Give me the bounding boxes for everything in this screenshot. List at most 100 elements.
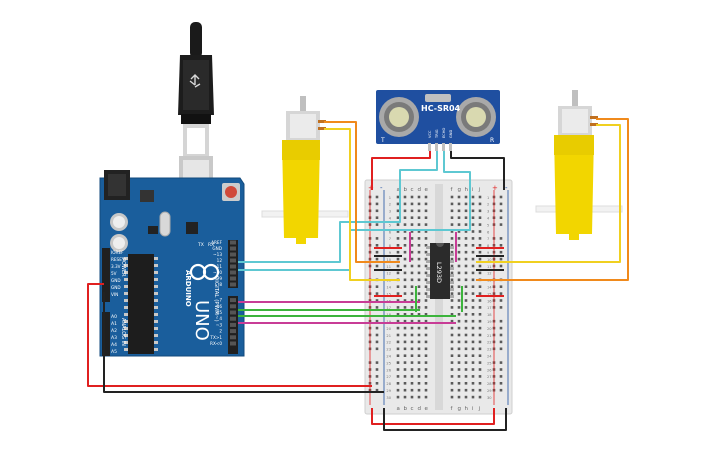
row-number: 28: [386, 382, 391, 386]
row-number: 4: [389, 217, 392, 221]
row-number: 22: [487, 341, 492, 345]
column-letter: c: [411, 406, 414, 412]
row-number: 10: [386, 258, 391, 262]
wire-motor-right-b: [476, 124, 621, 263]
column-letter: g: [458, 187, 462, 193]
row-number: 7: [487, 237, 489, 241]
header-pin-label: 2: [219, 329, 222, 334]
arduino-model-text: UNO: [191, 300, 212, 341]
header-pin-label: ~9: [216, 276, 223, 281]
row-number: 14: [386, 286, 391, 290]
column-letter: f: [451, 187, 454, 193]
row-number: 9: [389, 251, 392, 255]
column-letter: i: [472, 406, 474, 412]
row-number: 24: [386, 355, 391, 359]
column-letter: d: [418, 406, 422, 412]
header-pin: [230, 310, 236, 315]
power-pin-label: IOREF: [111, 250, 124, 255]
row-number: 22: [386, 341, 391, 345]
row-number: 12: [487, 272, 492, 276]
row-number: 30: [487, 396, 492, 400]
wire-sensor-trig: [238, 151, 438, 263]
header-pin: [230, 322, 236, 327]
tx-led-label: TX: [197, 242, 204, 248]
power-pin-label: GND: [111, 278, 121, 283]
row-number: 2: [389, 203, 391, 207]
row-number: 23: [487, 348, 492, 352]
row-number: 25: [386, 361, 391, 365]
header-pin: [230, 264, 236, 269]
sensor-t-label: T: [380, 137, 385, 144]
power-pin-label: RESET: [111, 257, 125, 262]
arduino-brand-text: ARDUINO: [184, 270, 192, 307]
header-pin-label: 4: [219, 316, 222, 321]
header-pin-label: ~10: [213, 270, 222, 275]
column-letter: j: [478, 187, 481, 193]
row-number: 21: [386, 334, 391, 338]
usb-cable: [178, 22, 214, 202]
row-number: 28: [487, 382, 492, 386]
row-number: 27: [487, 375, 492, 379]
sensor-r-label: R: [490, 137, 494, 144]
row-number: 26: [386, 368, 391, 372]
wires: [87, 118, 629, 431]
header-pin: [230, 329, 236, 334]
column-letter: h: [465, 187, 469, 193]
wire-rail-black: [383, 408, 507, 431]
row-number: 21: [487, 334, 492, 338]
row-number: 5: [487, 223, 489, 227]
header-pin: [230, 270, 236, 275]
wire-sensor-vcc: [371, 151, 431, 190]
wire-motor-left-b: [324, 128, 400, 281]
header-pin: [230, 246, 236, 251]
row-number: 7: [389, 237, 391, 241]
column-letter: a: [397, 406, 400, 412]
header-pin: [230, 341, 236, 346]
row-number: 3: [389, 210, 391, 214]
rail-minus-left: -: [380, 184, 383, 192]
digital-label: DIGITAL (PWM~): [213, 276, 219, 322]
analog-pin-label: A0: [111, 314, 117, 320]
row-number: 9: [487, 251, 490, 255]
header-pin: [230, 276, 236, 281]
row-number: 14: [487, 286, 492, 290]
row-number: 20: [386, 327, 391, 331]
header-pin: [230, 282, 236, 287]
row-number: 10: [487, 258, 492, 262]
row-number: 20: [487, 327, 492, 331]
column-letter: j: [478, 406, 481, 412]
l293d-label: L293D: [435, 262, 443, 283]
column-letter: d: [418, 187, 422, 193]
row-number: 3: [487, 210, 489, 214]
rail-plus-right: +: [492, 184, 498, 192]
header-pin-label: GND: [212, 246, 222, 251]
header-pin-label: ~3: [216, 322, 223, 327]
row-number: 2: [487, 203, 489, 207]
header-pin: [230, 298, 236, 303]
column-letter: f: [451, 406, 454, 412]
row-number: 8: [487, 244, 490, 248]
arduino-logo-icon: [189, 263, 220, 281]
row-number: 29: [386, 389, 391, 393]
row-number: 29: [487, 389, 492, 393]
header-pin: [230, 252, 236, 257]
analog-pin-label: A5: [111, 349, 117, 355]
sensor-model-label: HC-SR04: [421, 104, 461, 113]
header-pin-label: ~5: [216, 310, 223, 315]
row-number: 23: [386, 348, 391, 352]
power-pin-label: GND: [111, 285, 121, 290]
sensor-pin-label: VCC: [428, 130, 432, 138]
mcu-pins: [124, 257, 158, 351]
header-pin-label: 8: [219, 282, 222, 287]
power-pin-label: 3.3V: [111, 264, 121, 269]
power-pin-label: VIN: [111, 292, 118, 297]
column-letter: c: [411, 187, 414, 193]
row-number: 17: [487, 306, 492, 310]
header-pin-label: ~6: [216, 304, 223, 309]
row-number: 1: [487, 196, 489, 200]
row-number: 17: [386, 306, 391, 310]
wire-gnd: [103, 292, 384, 393]
row-number: 15: [487, 292, 492, 296]
column-letter: e: [425, 187, 429, 193]
